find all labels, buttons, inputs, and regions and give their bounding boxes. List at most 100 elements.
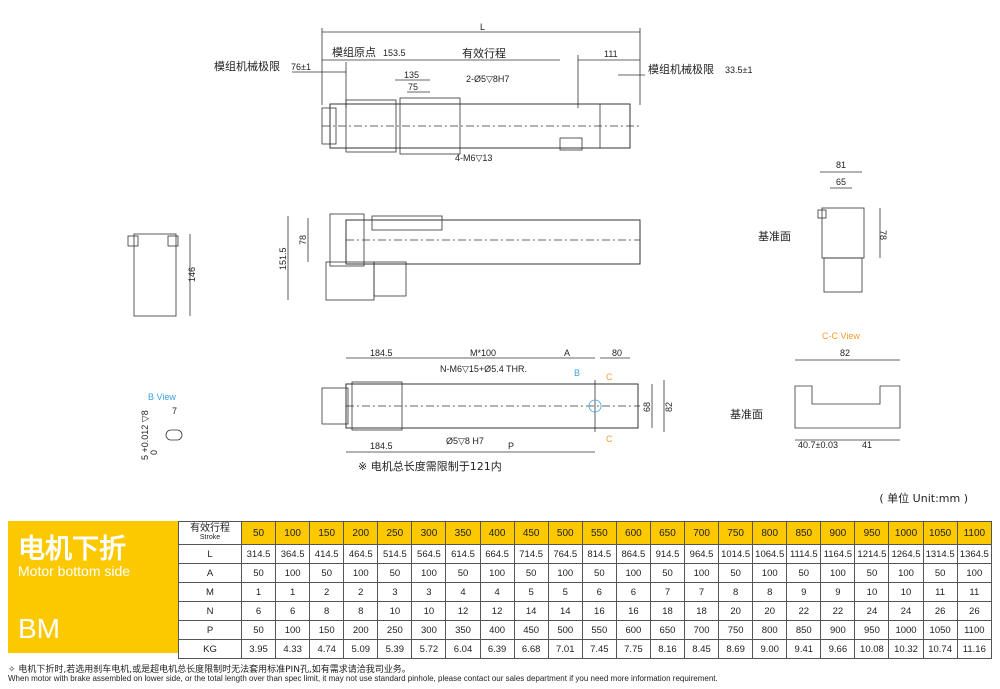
- table-cell: 6: [275, 601, 311, 621]
- dim-41: 41: [862, 440, 872, 450]
- table-cell: 300: [411, 620, 447, 640]
- table-cell: 414.5: [309, 544, 345, 564]
- stroke-cell: 350: [445, 521, 481, 545]
- table-cell: 2: [309, 582, 345, 602]
- stroke-cell: 850: [786, 521, 822, 545]
- table-cell: 14: [513, 601, 549, 621]
- stroke-cell: 1100: [956, 521, 993, 545]
- cc-view-label: C-C View: [822, 331, 860, 341]
- table-cell: 8: [343, 601, 379, 621]
- table-cell: 6.04: [445, 639, 481, 659]
- table-cell: 5: [513, 582, 549, 602]
- stroke-cell: 650: [649, 521, 686, 545]
- stroke-cell: 700: [684, 521, 720, 545]
- unit-label: ( 单位 Unit:mm ): [879, 492, 968, 505]
- table-cell: 50: [922, 563, 958, 583]
- table-cell: 6.39: [479, 639, 515, 659]
- table-cell: 50: [445, 563, 481, 583]
- table-cell: 8.45: [684, 639, 720, 659]
- table-cell: 10.74: [922, 639, 958, 659]
- dim-78b: 78: [878, 230, 888, 240]
- table-cell: 100: [888, 563, 924, 583]
- b-view-label: B View: [148, 392, 176, 402]
- table-cell: 10: [377, 601, 413, 621]
- m6-spec: 4-M6▽13: [455, 153, 492, 163]
- table-cell: 950: [854, 620, 890, 640]
- table-cell: 1164.5: [820, 544, 856, 564]
- dim-A: A: [564, 348, 570, 358]
- table-cell: 714.5: [513, 544, 549, 564]
- pin-spec: 2-Ø5▽8H7: [466, 74, 509, 84]
- table-cell: 364.5: [275, 544, 311, 564]
- table-cell: 314.5: [240, 544, 277, 564]
- dim-75: 75: [408, 82, 418, 92]
- stroke-cell: 750: [718, 521, 754, 545]
- table-cell: 6: [581, 582, 617, 602]
- table-cell: 7.75: [615, 639, 651, 659]
- table-cell: 50: [581, 563, 617, 583]
- table-cell: 764.5: [547, 544, 583, 564]
- table-cell: 750: [718, 620, 754, 640]
- table-cell: 9: [820, 582, 856, 602]
- dim-65: 65: [836, 177, 846, 187]
- row-label: A: [178, 563, 242, 583]
- table-cell: 20: [718, 601, 754, 621]
- table-cell: 100: [275, 563, 311, 583]
- table-cell: 100: [275, 620, 311, 640]
- stroke-cell: 600: [615, 521, 651, 545]
- pin-spec-2: Ø5▽8 H7: [446, 436, 484, 446]
- dim-82b: 82: [664, 402, 674, 412]
- tolerance-spec: 5 +0.012 ▽8: [140, 410, 150, 460]
- mech-limit-left-label: 模组机械极限: [214, 59, 280, 73]
- table-cell: 1364.5: [956, 544, 993, 564]
- effective-stroke-label: 有效行程: [462, 46, 506, 60]
- table-cell: 12: [479, 601, 515, 621]
- row-label: L: [178, 544, 242, 564]
- table-cell: 250: [377, 620, 413, 640]
- table-cell: 7: [684, 582, 720, 602]
- motor-length-note: ※ 电机总长度需限制于121内: [358, 459, 502, 473]
- thread-spec: N-M6▽15+Ø5.4 THR.: [440, 364, 527, 374]
- table-cell: 100: [343, 563, 379, 583]
- table-cell: 5.09: [343, 639, 379, 659]
- stroke-cell: 950: [854, 521, 890, 545]
- table-cell: 550: [581, 620, 617, 640]
- table-cell: 100: [547, 563, 583, 583]
- table-cell: 1114.5: [786, 544, 822, 564]
- table-cell: 1314.5: [922, 544, 958, 564]
- stroke-cell: 150: [309, 521, 345, 545]
- table-cell: 800: [752, 620, 788, 640]
- table-cell: 100: [615, 563, 651, 583]
- table-cell: 50: [718, 563, 754, 583]
- dim-78: 78: [298, 235, 308, 245]
- table-cell: 50: [309, 563, 345, 583]
- table-cell: 4.33: [275, 639, 311, 659]
- table-cell: 1100: [956, 620, 993, 640]
- table-cell: 7: [649, 582, 686, 602]
- model-code: BM: [18, 613, 60, 644]
- stroke-cell: 50: [240, 521, 277, 545]
- table-cell: 1: [240, 582, 277, 602]
- tolerance-zero: 0: [149, 450, 159, 455]
- table-cell: 14: [547, 601, 583, 621]
- table-cell: 50: [649, 563, 686, 583]
- table-cell: 350: [445, 620, 481, 640]
- stroke-cell: 900: [820, 521, 856, 545]
- datum-label: 基准面: [758, 230, 791, 243]
- dim-P: P: [508, 441, 514, 451]
- table-cell: 450: [513, 620, 549, 640]
- stroke-cell: 550: [581, 521, 617, 545]
- mech-limit-right-value: 33.5±1: [725, 65, 752, 75]
- table-cell: 18: [684, 601, 720, 621]
- table-cell: 10.08: [854, 639, 890, 659]
- table-cell: 12: [445, 601, 481, 621]
- table-cell: 864.5: [615, 544, 651, 564]
- table-cell: 1064.5: [752, 544, 788, 564]
- stroke-cell: 450: [513, 521, 549, 545]
- table-cell: 50: [513, 563, 549, 583]
